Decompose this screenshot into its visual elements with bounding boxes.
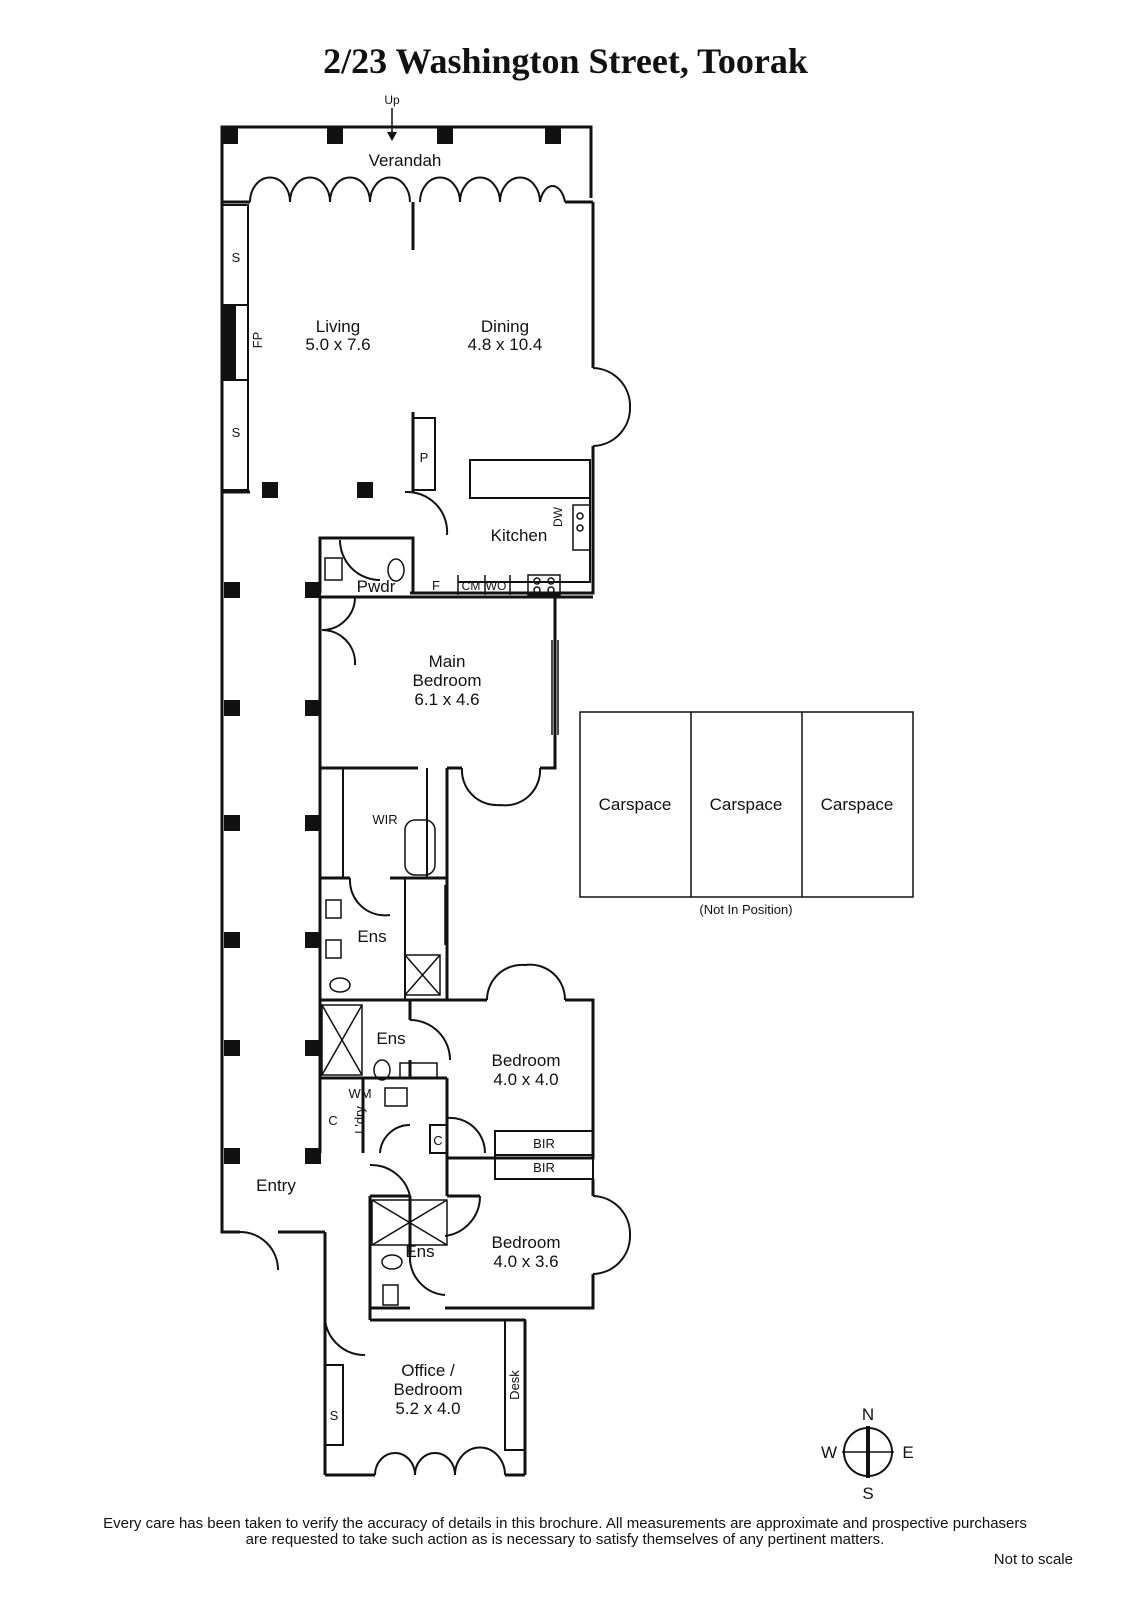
wm-label: WM bbox=[348, 1086, 371, 1101]
shelf-1-label: S bbox=[232, 250, 241, 265]
bir-2-label: BIR bbox=[533, 1160, 555, 1175]
carspace-1: Carspace bbox=[599, 795, 672, 814]
compass-n: N bbox=[862, 1405, 874, 1424]
pantry-label: P bbox=[420, 450, 429, 465]
page-title: 2/23 Washington Street, Toorak bbox=[323, 41, 808, 81]
disclaimer: Every care has been taken to verify the … bbox=[20, 1516, 1110, 1548]
office-label-1: Office / bbox=[401, 1361, 455, 1380]
shelf-3-label: S bbox=[330, 1408, 339, 1423]
bedroom-2-size: 4.0 x 4.0 bbox=[493, 1070, 558, 1089]
carspace-note: (Not In Position) bbox=[699, 902, 792, 917]
fridge-label: F bbox=[432, 578, 440, 593]
main-bedroom-label-1: Main bbox=[429, 652, 466, 671]
ensuite-1-label: Ens bbox=[357, 927, 386, 946]
office-label-2: Bedroom bbox=[394, 1380, 463, 1399]
outer-wall-left bbox=[220, 130, 240, 1234]
bedroom-3-label: Bedroom bbox=[492, 1233, 561, 1252]
ensuite-2-label: Ens bbox=[376, 1029, 405, 1048]
office-size: 5.2 x 4.0 bbox=[395, 1399, 460, 1418]
ensuite-3-label: Ens bbox=[405, 1242, 434, 1261]
carspace-2: Carspace bbox=[710, 795, 783, 814]
pantry bbox=[412, 417, 436, 491]
up-label: Up bbox=[384, 93, 400, 107]
bir-1-label: BIR bbox=[533, 1136, 555, 1151]
cupboard-2-label: C bbox=[433, 1133, 442, 1148]
bedroom-2-label: Bedroom bbox=[492, 1051, 561, 1070]
cupboard-1-label: C bbox=[328, 1113, 337, 1128]
columns bbox=[222, 128, 561, 1164]
dining-label: Dining bbox=[481, 317, 529, 336]
main-bedroom-size: 6.1 x 4.6 bbox=[414, 690, 479, 709]
living-size: 5.0 x 7.6 bbox=[305, 335, 370, 354]
powder-label: Pwdr bbox=[357, 577, 396, 596]
desk bbox=[504, 1319, 526, 1451]
bir-2 bbox=[494, 1154, 594, 1180]
entry-label: Entry bbox=[256, 1176, 296, 1195]
cm-label: CM bbox=[462, 579, 481, 593]
wo-label: WO bbox=[486, 579, 507, 593]
not-to-scale: Not to scale bbox=[993, 1551, 1073, 1568]
fireplace-label: FP bbox=[250, 332, 265, 349]
carspace-3: Carspace bbox=[821, 795, 894, 814]
disclaimer-line-1: Every care has been taken to verify the … bbox=[103, 1515, 1027, 1532]
carspaces: Carspace Carspace Carspace (Not In Posit… bbox=[579, 711, 914, 917]
compass-e: E bbox=[902, 1443, 913, 1462]
compass: N S E W bbox=[821, 1405, 914, 1503]
verandah-label: Verandah bbox=[369, 151, 442, 170]
laundry-label: L'dry bbox=[352, 1106, 367, 1134]
shelf-2-label: S bbox=[232, 425, 241, 440]
desk-label: Desk bbox=[507, 1370, 522, 1400]
outer-wall-verandah bbox=[220, 125, 593, 198]
dining-size: 4.8 x 10.4 bbox=[468, 335, 543, 354]
disclaimer-line-2: are requested to take such action as is … bbox=[245, 1531, 885, 1548]
wir-label: WIR bbox=[372, 812, 397, 827]
kitchen-label: Kitchen bbox=[491, 526, 548, 545]
dishwasher-label: DW bbox=[551, 506, 565, 527]
living-label: Living bbox=[316, 317, 360, 336]
kitchen-bench bbox=[458, 459, 591, 583]
main-bedroom-label-2: Bedroom bbox=[413, 671, 482, 690]
bedroom-3-size: 4.0 x 3.6 bbox=[493, 1252, 558, 1271]
compass-w: W bbox=[821, 1443, 837, 1462]
compass-s: S bbox=[862, 1484, 873, 1503]
